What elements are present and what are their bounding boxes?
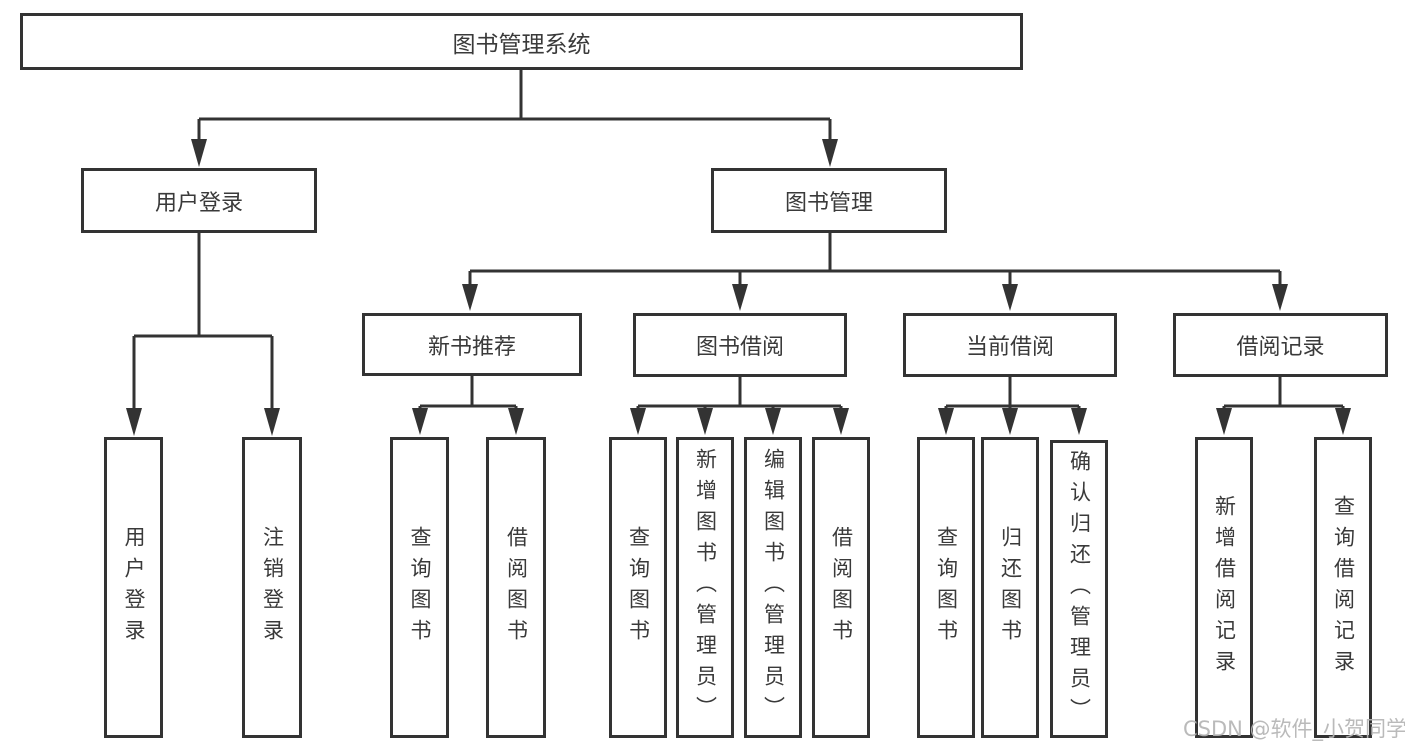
leaf-borrow-book-label: 借阅图书 [829, 525, 854, 650]
node-borrow-records: 借阅记录 [1173, 313, 1388, 377]
node-system-root-label: 图书管理系统 [452, 31, 591, 58]
connector-user-login-children [126, 233, 280, 436]
leaf-records-add: 新增借阅记录 [1195, 437, 1253, 738]
node-new-books: 新书推荐 [362, 313, 582, 376]
leaf-current-query: 查询图书 [917, 437, 975, 738]
connector-book-borrow-children [630, 376, 849, 435]
node-system-root: 图书管理系统 [20, 13, 1023, 70]
leaf-borrow-add: 新增图书（管理员） [676, 437, 734, 738]
leaf-borrow-query: 查询图书 [609, 437, 667, 738]
connector-borrow-records-children [1216, 376, 1351, 435]
leaf-newbooks-query: 查询图书 [390, 437, 449, 738]
connector-root-to-level2 [191, 70, 838, 167]
node-book-borrow: 图书借阅 [633, 313, 847, 377]
leaf-borrow-query-label: 查询图书 [626, 525, 651, 650]
node-current-borrow-label: 当前借阅 [965, 335, 1054, 360]
leaf-borrow-edit: 编辑图书（管理员） [744, 437, 802, 738]
connector-new-books-children [412, 376, 524, 435]
leaf-current-confirm-label: 确认归还（管理员） [1067, 449, 1092, 729]
node-user-login-label: 用户登录 [154, 190, 243, 216]
node-current-borrow: 当前借阅 [903, 313, 1117, 377]
leaf-current-confirm: 确认归还（管理员） [1050, 440, 1108, 738]
connector-book-mgmt-to-level3 [462, 233, 1288, 311]
leaf-newbooks-borrow-label: 借阅图书 [504, 525, 529, 650]
node-new-books-label: 新书推荐 [427, 334, 516, 360]
leaf-logout: 注销登录 [242, 437, 302, 738]
leaf-user-login-label: 用户登录 [122, 525, 146, 650]
leaf-records-add-label: 新增借阅记录 [1212, 494, 1237, 681]
node-borrow-records-label: 借阅记录 [1236, 335, 1325, 360]
leaf-logout-label: 注销登录 [260, 525, 285, 650]
leaf-current-return: 归还图书 [981, 437, 1039, 738]
leaf-records-query-label: 查询借阅记录 [1331, 494, 1356, 681]
node-user-login: 用户登录 [81, 168, 317, 233]
leaf-borrow-book: 借阅图书 [812, 437, 870, 738]
leaf-borrow-add-label: 新增图书（管理员） [693, 448, 718, 727]
watermark: CSDN @软件_小贺同学 [1183, 717, 1405, 741]
leaf-borrow-edit-label: 编辑图书（管理员） [761, 448, 786, 727]
leaf-current-query-label: 查询图书 [934, 525, 959, 650]
leaf-newbooks-query-label: 查询图书 [408, 525, 432, 650]
leaf-records-query: 查询借阅记录 [1314, 437, 1372, 738]
node-book-borrow-label: 图书借阅 [695, 335, 784, 360]
leaf-user-login: 用户登录 [104, 437, 163, 738]
node-book-mgmt: 图书管理 [711, 168, 947, 233]
leaf-newbooks-borrow: 借阅图书 [486, 437, 546, 738]
leaf-current-return-label: 归还图书 [998, 525, 1023, 650]
connector-current-borrow-children [938, 376, 1087, 435]
node-book-mgmt-label: 图书管理 [784, 190, 873, 216]
